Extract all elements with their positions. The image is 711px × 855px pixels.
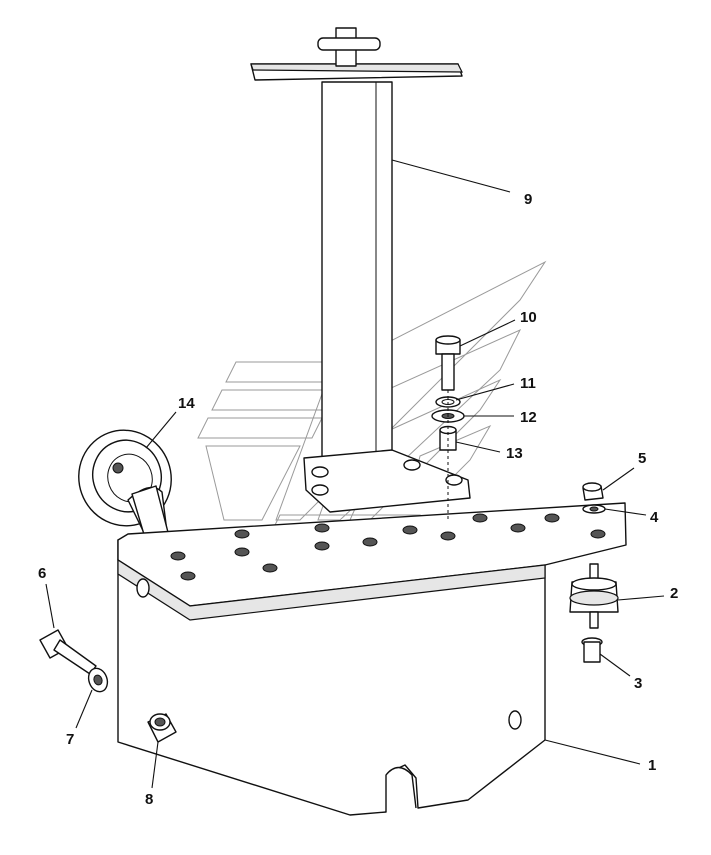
callout-8: 8 bbox=[145, 791, 153, 808]
leader-lines bbox=[45, 159, 665, 789]
part-14-wheel-assembly bbox=[78, 429, 172, 549]
bracket-holes bbox=[170, 513, 606, 581]
callout-13: 13 bbox=[506, 445, 523, 462]
part-3-bushing bbox=[581, 637, 603, 663]
callout-6: 6 bbox=[38, 565, 46, 582]
part-4-washer bbox=[582, 504, 606, 514]
part-6-bolt bbox=[39, 629, 97, 675]
callout-12: 12 bbox=[520, 409, 537, 426]
callout-1: 1 bbox=[648, 757, 656, 774]
callout-9: 9 bbox=[524, 191, 532, 208]
part-2-rubber-mount bbox=[569, 563, 619, 629]
callout-labels: 1 2 3 4 5 6 7 8 9 10 11 12 13 14 bbox=[38, 191, 678, 808]
callout-7: 7 bbox=[66, 731, 74, 748]
callout-5: 5 bbox=[638, 450, 646, 467]
part-1-bracket bbox=[117, 502, 627, 816]
part-5-nut bbox=[582, 482, 604, 501]
callout-11: 11 bbox=[520, 375, 536, 392]
part-9-post bbox=[250, 27, 471, 513]
part-8-fitting bbox=[147, 713, 177, 743]
callout-4: 4 bbox=[650, 509, 659, 526]
callout-10: 10 bbox=[520, 309, 537, 326]
callout-2: 2 bbox=[670, 585, 678, 602]
callout-14: 14 bbox=[178, 395, 195, 412]
part-10-bolt bbox=[435, 335, 461, 391]
callout-3: 3 bbox=[634, 675, 642, 692]
part-7-washer bbox=[87, 667, 109, 693]
